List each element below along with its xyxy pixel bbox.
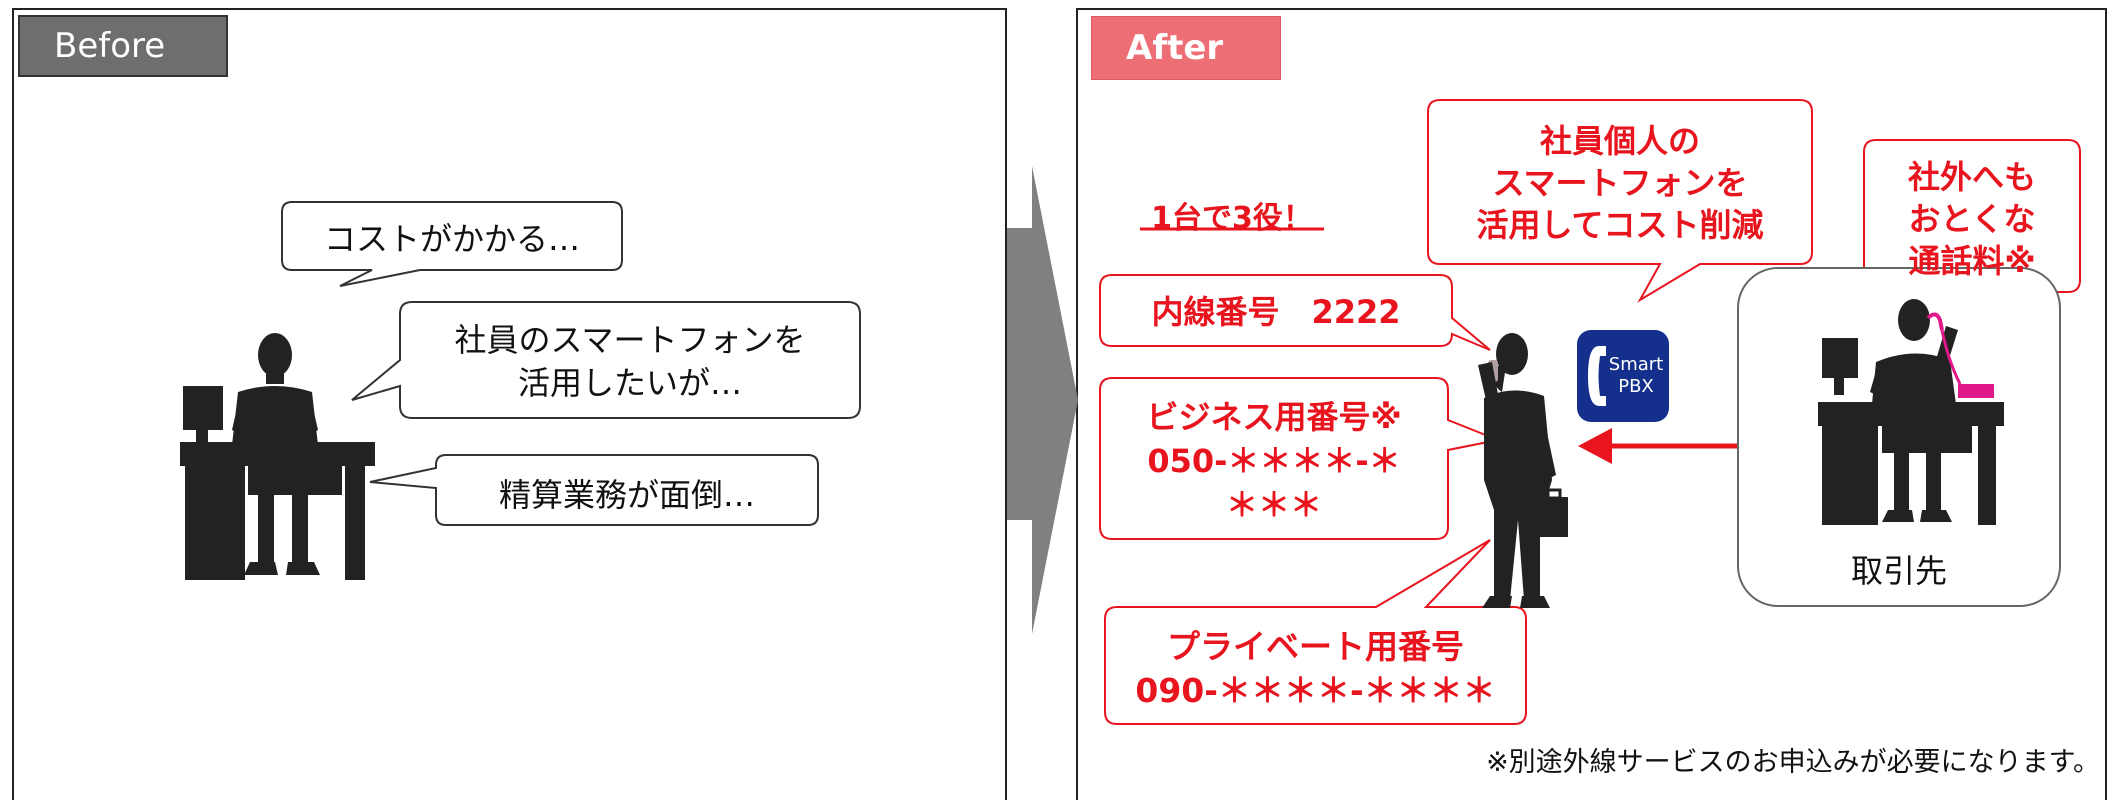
business-number-label: ビジネス用番号※ xyxy=(1146,398,1402,436)
cost-bubble-line1: 社員個人の xyxy=(1539,122,1700,160)
person-at-desk-before xyxy=(180,333,375,580)
cost-bubble-line3: 活用してコスト削減 xyxy=(1476,206,1764,244)
before-bubble-settlement-text: 精算業務が面倒… xyxy=(498,476,755,514)
after-bubble-extension xyxy=(1099,274,1491,351)
private-number-value: 090-＊＊＊＊-＊＊＊＊ xyxy=(1135,671,1496,710)
after-tag: After xyxy=(1091,16,1281,80)
after-bubble-business xyxy=(1099,377,1502,540)
businessman-standing xyxy=(1478,333,1568,608)
before-bubble-settlement xyxy=(369,454,819,526)
before-bubble-smartphone xyxy=(351,301,861,419)
private-number-label: プライベート用番号 xyxy=(1167,627,1464,666)
after-headline: 1台で3役！ xyxy=(1151,201,1313,236)
cost-bubble-line2: スマートフォンを xyxy=(1492,164,1748,202)
partner-label: 取引先 xyxy=(1850,552,1947,590)
smart-pbx-icon-label-1: Smart xyxy=(1608,354,1664,375)
business-number-line1: 050-＊＊＊＊-＊ xyxy=(1147,442,1401,480)
extension-number: 内線番号 2222 xyxy=(1151,293,1401,331)
rate-bubble-line3: 通話料※ xyxy=(1908,242,2036,280)
before-bubble-cost-text: コストがかかる… xyxy=(323,220,580,258)
business-number-line2: ＊＊＊ xyxy=(1225,486,1322,524)
before-bubble-cost xyxy=(281,201,623,287)
before-tag: Before xyxy=(18,15,228,77)
before-bubble-smartphone-line2: 活用したいが… xyxy=(517,364,742,402)
rate-bubble-line1: 社外へも xyxy=(1907,158,2036,196)
before-bubble-smartphone-line1: 社員のスマートフォンを xyxy=(454,321,806,359)
smart-pbx-app-icon xyxy=(1577,330,1669,422)
rate-bubble-line2: おとくな xyxy=(1908,200,2036,238)
smart-pbx-icon-label-2: PBX xyxy=(1618,376,1654,397)
after-bubble-private xyxy=(1104,539,1527,725)
transition-arrow xyxy=(1007,166,1078,634)
footnote: ※別途外線サービスのお申込みが必要になります。 xyxy=(1486,747,2100,778)
after-bubble-cost xyxy=(1427,99,1813,303)
partner-at-desk xyxy=(1818,299,2004,525)
